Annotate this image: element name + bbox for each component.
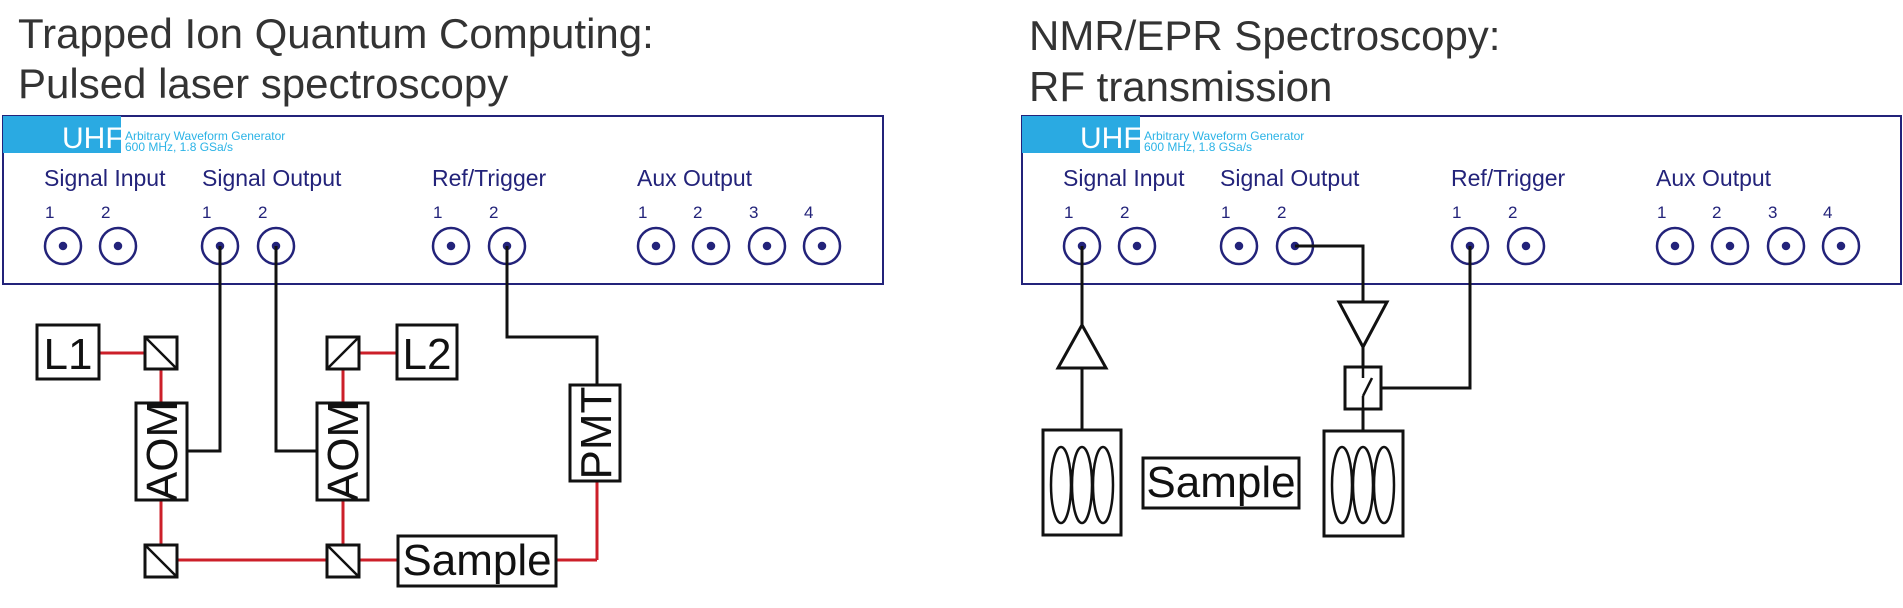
right-ref-trigger-2-label: 2 bbox=[1508, 203, 1517, 222]
left-aux-output-2-label: 2 bbox=[693, 203, 702, 222]
right-signal-input-1-label: 1 bbox=[1064, 203, 1073, 222]
left-group-signal-input: Signal Input bbox=[44, 165, 166, 191]
right-device-subtitle-1: Arbitrary Waveform Generator bbox=[1144, 129, 1304, 143]
left-beam-splitter-2 bbox=[325, 335, 361, 371]
right-aux-output-1-label: 1 bbox=[1657, 203, 1666, 222]
left-device-subtitle-1: Arbitrary Waveform Generator bbox=[125, 129, 285, 143]
left-signal-input-2-connector[interactable] bbox=[98, 226, 138, 266]
right-signal-wires bbox=[1080, 244, 1472, 431]
left-laser-beam-paths bbox=[99, 351, 599, 562]
right-group-ref-trigger: Ref/Trigger bbox=[1451, 165, 1566, 191]
left-pmt-label: PMT bbox=[572, 387, 621, 480]
right-ref-trigger-2-connector[interactable] bbox=[1506, 226, 1546, 266]
left-sample-label: Sample bbox=[402, 536, 551, 585]
left-group-ref-trigger: Ref/Trigger bbox=[432, 165, 547, 191]
right-rf-switch bbox=[1343, 365, 1383, 411]
left-aux-output-3-label: 3 bbox=[749, 203, 758, 222]
right-brand-label: UHF bbox=[1080, 122, 1142, 155]
left-laser-l1: L1 bbox=[35, 323, 101, 381]
left-title-line2: Pulsed laser spectroscopy bbox=[18, 60, 508, 107]
left-laser-l1-label: L1 bbox=[44, 330, 93, 379]
left-device-frame bbox=[2, 115, 884, 285]
left-sample: Sample bbox=[396, 534, 558, 588]
right-group-aux-output: Aux Output bbox=[1656, 165, 1772, 191]
left-signal-input-2-label: 2 bbox=[101, 203, 110, 222]
right-signal-output-1-connector[interactable] bbox=[1219, 226, 1259, 266]
right-group-signal-input: Signal Input bbox=[1063, 165, 1185, 191]
left-signal-output-1-label: 1 bbox=[202, 203, 211, 222]
left-wire-sigout1-aom1 bbox=[187, 246, 222, 453]
right-aux-output-2-connector[interactable] bbox=[1710, 226, 1750, 266]
right-title-line2: RF transmission bbox=[1029, 63, 1332, 110]
right-panel: NMR/EPR Spectroscopy: RF transmission UH… bbox=[1021, 12, 1902, 538]
right-sample: Sample bbox=[1141, 456, 1301, 510]
right-wire-ref1-switch bbox=[1381, 246, 1472, 390]
right-aux-output-4-connector[interactable] bbox=[1821, 226, 1861, 266]
left-wire-ref2-pmt bbox=[505, 246, 599, 385]
left-uhf-instrument: UHF Arbitrary Waveform Generator 600 MHz… bbox=[2, 115, 884, 285]
left-aom-2-label: AOM bbox=[319, 401, 368, 501]
left-group-signal-output: Signal Output bbox=[202, 165, 342, 191]
right-rf-coil-1 bbox=[1041, 428, 1123, 537]
right-aux-output-4-label: 4 bbox=[1823, 203, 1832, 222]
left-pmt-detector: PMT bbox=[568, 383, 622, 483]
left-laser-l2-label: L2 bbox=[403, 330, 452, 379]
right-rf-coil-2 bbox=[1322, 429, 1405, 538]
right-signal-output-1-label: 1 bbox=[1221, 203, 1230, 222]
left-ref-trigger-1-label: 1 bbox=[433, 203, 442, 222]
left-signal-input-1-connector[interactable] bbox=[43, 226, 83, 266]
left-aux-output-4-connector[interactable] bbox=[802, 226, 842, 266]
left-aom-1: AOM bbox=[134, 401, 189, 502]
right-title-line1: NMR/EPR Spectroscopy: bbox=[1029, 12, 1500, 59]
left-ref-trigger-1-connector[interactable] bbox=[431, 226, 471, 266]
left-ref-trigger-2-label: 2 bbox=[489, 203, 498, 222]
left-signal-input-1-label: 1 bbox=[45, 203, 54, 222]
left-aom-2: AOM bbox=[315, 401, 370, 502]
right-brand-badge bbox=[1022, 116, 1140, 153]
left-wire-sigout2-aom2 bbox=[274, 246, 317, 453]
left-aux-output-1-label: 1 bbox=[638, 203, 647, 222]
left-aux-output-4-label: 4 bbox=[804, 203, 813, 222]
left-aux-output-2-connector[interactable] bbox=[691, 226, 731, 266]
left-signal-wires bbox=[187, 246, 599, 453]
left-aux-output-1-connector[interactable] bbox=[636, 226, 676, 266]
right-receive-amplifier bbox=[1055, 321, 1109, 370]
right-signal-input-2-label: 2 bbox=[1120, 203, 1129, 222]
right-device-frame bbox=[1021, 115, 1902, 285]
left-brand-badge bbox=[3, 116, 121, 153]
right-ref-trigger-1-label: 1 bbox=[1452, 203, 1461, 222]
right-sample-label: Sample bbox=[1146, 458, 1295, 507]
left-laser-l2: L2 bbox=[395, 323, 459, 381]
right-transmit-amplifier bbox=[1336, 300, 1390, 351]
right-signal-input-2-connector[interactable] bbox=[1117, 226, 1157, 266]
right-wire-sigout2-amp bbox=[1295, 244, 1365, 302]
left-aom-1-label: AOM bbox=[138, 401, 187, 501]
right-uhf-instrument: UHF Arbitrary Waveform Generator 600 MHz… bbox=[1021, 115, 1902, 285]
right-aux-output-3-label: 3 bbox=[1768, 203, 1777, 222]
left-signal-output-2-label: 2 bbox=[258, 203, 267, 222]
right-aux-output-1-connector[interactable] bbox=[1655, 226, 1695, 266]
left-aux-output-3-connector[interactable] bbox=[747, 226, 787, 266]
right-signal-output-2-label: 2 bbox=[1277, 203, 1286, 222]
left-brand-label: UHF bbox=[62, 122, 124, 155]
left-title-line1: Trapped Ion Quantum Computing: bbox=[18, 10, 654, 57]
left-panel: Trapped Ion Quantum Computing: Pulsed la… bbox=[2, 10, 884, 588]
left-device-subtitle-2: 600 MHz, 1.8 GSa/s bbox=[125, 140, 233, 154]
right-group-signal-output: Signal Output bbox=[1220, 165, 1360, 191]
left-beam-splitter-4 bbox=[325, 543, 361, 579]
left-beam-splitter-1 bbox=[143, 335, 179, 371]
right-device-subtitle-2: 600 MHz, 1.8 GSa/s bbox=[1144, 140, 1252, 154]
left-beam-splitter-3 bbox=[143, 543, 179, 579]
right-aux-output-2-label: 2 bbox=[1712, 203, 1721, 222]
left-group-aux-output: Aux Output bbox=[637, 165, 753, 191]
right-aux-output-3-connector[interactable] bbox=[1766, 226, 1806, 266]
